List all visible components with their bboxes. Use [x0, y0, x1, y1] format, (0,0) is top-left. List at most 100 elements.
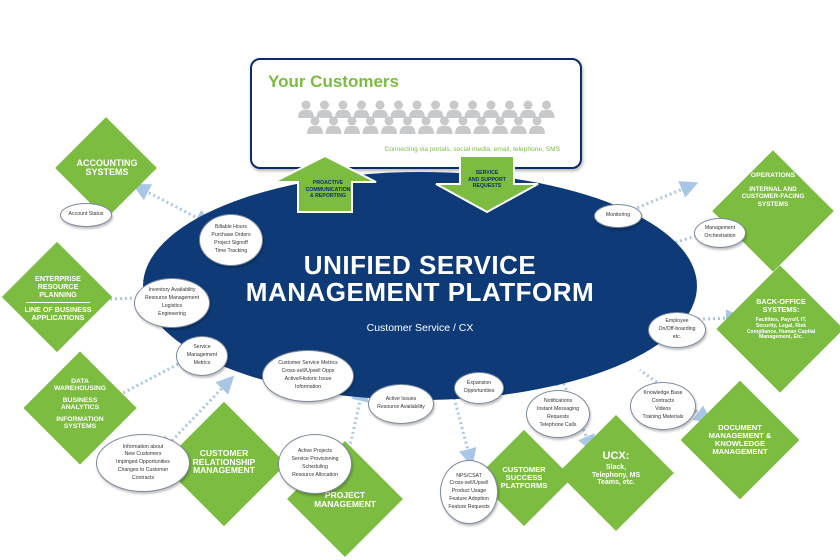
- customer-body: [483, 109, 499, 118]
- customer-body: [362, 125, 379, 134]
- proactive-arrow-label: PROACTIVE COMMUNICATION & REPORTING: [305, 180, 351, 199]
- customer-success-label: CUSTOMER SUCCESS PLATFORMS: [500, 465, 548, 490]
- customer-head: [403, 116, 412, 126]
- customer-head: [366, 116, 375, 126]
- customer-body: [335, 109, 351, 118]
- back-office-title: BACK-OFFICE SYSTEMS:: [756, 297, 806, 315]
- customer-head: [514, 116, 523, 126]
- connector-customer-success: [450, 389, 477, 467]
- customer-body: [418, 125, 434, 134]
- customer-body: [529, 125, 545, 134]
- customer-body: [455, 125, 471, 134]
- operations-title: OPERATIONS: [750, 172, 796, 179]
- customer-head: [495, 116, 505, 126]
- connector-data-warehousing: [102, 360, 183, 405]
- accounting-label: ACCOUNTING SYSTEMS: [76, 157, 138, 177]
- back-office-text-group: BACK-OFFICE SYSTEMS: Facilities, Payroll…: [738, 297, 824, 341]
- customers-box: Your Customers Connecting via portals, s…: [250, 58, 582, 169]
- customer-body: [446, 109, 462, 118]
- customer-body: [307, 125, 323, 134]
- customer-body: [372, 109, 388, 118]
- customer-head: [523, 100, 533, 110]
- customer-body: [492, 125, 508, 134]
- operations-text-group: OPERATIONS INTERNAL AND CUSTOMER-FACING …: [728, 172, 818, 208]
- customer-head: [440, 116, 449, 126]
- platform-subtitle: Customer Service / CX: [366, 322, 474, 334]
- customers-subtitle: Connecting via portals, social media, em…: [384, 146, 560, 153]
- crm-label: CUSTOMER RELATIONSHIP MANAGEMENT: [192, 447, 256, 476]
- connector-monitoring: [631, 181, 699, 212]
- business-analytics-label: BUSINESS ANALYTICS: [60, 396, 100, 412]
- ucx-text-group: UCX: Slack, Telephony, MS Teams, etc.: [572, 450, 660, 487]
- customer-body: [399, 125, 416, 134]
- customer-head: [320, 100, 329, 110]
- customer-head: [542, 100, 551, 110]
- customers-title: Your Customers: [268, 72, 399, 91]
- customer-body: [464, 109, 481, 118]
- information-systems-label: INFORMATION SYSTEMS: [56, 415, 104, 431]
- customer-head: [532, 116, 542, 126]
- operations-body: INTERNAL AND CUSTOMER-FACING SYSTEMS: [741, 185, 805, 208]
- customer-head: [394, 100, 403, 110]
- connector-crm: [158, 375, 235, 455]
- bubble-account-status: Account Status: [60, 203, 112, 227]
- customer-head: [329, 116, 338, 126]
- customer-head: [384, 116, 394, 126]
- customer-body: [325, 125, 342, 134]
- customer-body: [520, 109, 536, 118]
- customer-head: [468, 100, 477, 110]
- customer-head: [486, 100, 496, 110]
- project-management-label: PROJECT MANAGEMENT: [314, 490, 376, 509]
- customer-body: [538, 109, 555, 118]
- document-management-label: DOCUMENT MANAGEMENT & KNOWLEDGE MANAGEME…: [708, 423, 772, 456]
- customer-head: [301, 100, 311, 110]
- customer-body: [390, 109, 407, 118]
- proactive-arrow-icon: [273, 154, 377, 213]
- customer-head: [412, 100, 422, 110]
- customer-head: [421, 116, 431, 126]
- bubble-monitoring: Monitoring: [594, 204, 642, 228]
- customer-head: [505, 100, 514, 110]
- customer-body: [353, 109, 370, 118]
- erp-text-group: ENTERPRISE RESOURCE PLANNING LINE OF BUS…: [8, 275, 108, 322]
- customer-body: [344, 125, 360, 134]
- customer-body: [298, 109, 314, 118]
- ucx-body: Slack, Telephony, MS Teams, etc.: [591, 464, 641, 487]
- connector-accounting: [132, 183, 213, 227]
- service-requests-arrow-icon: [435, 155, 539, 214]
- customers-silhouettes-icon: [298, 100, 555, 134]
- back-office-body: Facilities, Payroll, IT, Security, Legal…: [746, 316, 816, 341]
- customer-head: [458, 116, 468, 126]
- platform-title: UNIFIED SERVICE MANAGEMENT PLATFORM: [245, 250, 595, 308]
- data-warehousing-label: DATA WAREHOUSING: [53, 378, 107, 393]
- erp-label: ENTERPRISE RESOURCE PLANNING: [35, 274, 81, 299]
- customer-body: [316, 109, 333, 118]
- customer-head: [449, 100, 459, 110]
- customer-body: [473, 125, 490, 134]
- customer-body: [427, 109, 444, 118]
- ucx-title: UCX:: [602, 450, 630, 462]
- erp-divider: [26, 301, 90, 303]
- lob-label: LINE OF BUSINESS APPLICATIONS: [24, 304, 92, 322]
- customer-body: [409, 109, 425, 118]
- customer-head: [477, 116, 486, 126]
- customer-head: [375, 100, 385, 110]
- customer-head: [431, 100, 440, 110]
- customer-body: [436, 125, 453, 134]
- customer-body: [381, 125, 397, 134]
- service-requests-arrow-label: SERVICE AND SUPPORT REQUESTS: [468, 170, 506, 189]
- customer-head: [338, 100, 348, 110]
